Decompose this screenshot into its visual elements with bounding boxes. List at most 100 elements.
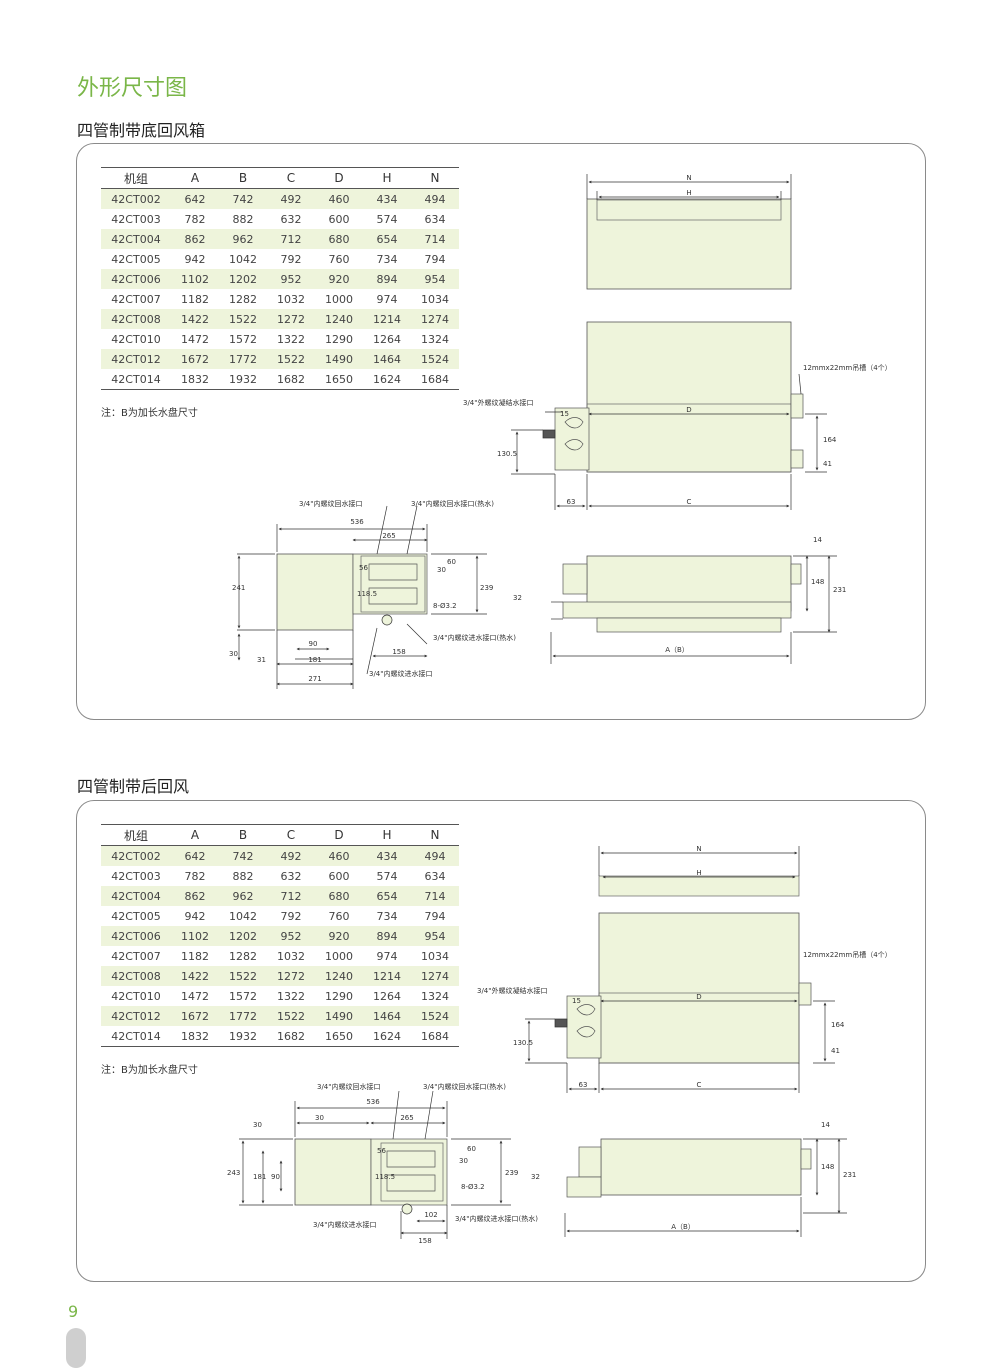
table-cell: 1240 [315,966,363,986]
table-cell: 792 [280,252,302,266]
table-cell: 42CT014 [101,1026,171,1047]
dim-15: 15 [572,997,581,1005]
dim-n: N [686,174,691,182]
page-number: 9 [68,1302,79,1321]
table-cell: 894 [363,926,411,946]
col-header: D [315,167,363,189]
table-cell: 1214 [363,966,411,986]
table-cell: 42CT003 [111,869,161,883]
dim-h: H [696,869,701,877]
table-cell: 1682 [267,369,315,390]
table-cell: 654 [363,886,411,906]
table-cell: 1290 [325,989,353,1003]
dim-41: 41 [823,460,832,468]
dim-31: 31 [257,656,266,664]
table-cell: 1624 [363,1026,411,1047]
table-cell: 460 [315,188,363,209]
page-title: 外形尺寸图 [77,76,188,101]
dim-102: 102 [424,1211,437,1219]
top-view [598,846,800,897]
table-cell: 1464 [363,1006,411,1026]
dim-60: 60 [467,1145,476,1153]
hanger-label: 12mmx22mm吊槽（4个） [803,363,892,372]
section1-drawing: N H 12mmx22mm吊槽（4个） 3/4"外螺纹凝结水接口 D 15 16… [229,174,892,689]
table-cell: 1832 [171,369,219,390]
table-cell: 1282 [229,292,257,306]
dim-ab: A（B） [671,1223,695,1231]
table-cell: 654 [363,229,411,249]
col-header: N [411,167,459,189]
table-cell: 634 [424,869,446,883]
table-cell: 42CT002 [101,845,171,866]
table-cell: 974 [376,949,398,963]
table-cell: 42CT005 [111,909,161,923]
table-header-row: 机组 A B C D H N [101,167,459,189]
condensate-label: 3/4"外螺纹凝结水接口 [477,986,548,995]
table-cell: 1274 [411,966,459,986]
dim-n: N [696,845,701,853]
return-water-hot-label: 3/4"内螺纹回水接口(热水) [411,499,494,508]
table-cell: 642 [171,188,219,209]
table-cell: 794 [424,909,446,923]
table-cell: 42CT010 [111,332,161,346]
table-cell: 1650 [315,1026,363,1047]
dim-158: 158 [418,1237,431,1245]
table-cell: 1032 [277,949,305,963]
table-cell: 1522 [267,1006,315,1026]
side-view [237,505,487,689]
table-cell: 492 [267,188,315,209]
table-cell: 920 [315,269,363,289]
dim-41: 41 [831,1047,840,1055]
table-cell: 1772 [219,1006,267,1026]
table-cell: 42CT007 [111,292,161,306]
col-header: 机组 [101,167,171,189]
dim-14: 14 [821,1121,830,1129]
dim-ab: A（B） [665,646,689,654]
dim-d: D [686,406,691,414]
table-cell: 1650 [315,369,363,390]
table-cell: 974 [376,292,398,306]
table-cell: 1042 [229,252,257,266]
table-cell: 1524 [411,349,459,369]
dim-164: 164 [831,1021,845,1029]
return-water-label: 3/4"内螺纹回水接口 [317,1082,381,1091]
table-cell: 1102 [171,269,219,289]
table-cell: 1324 [421,332,449,346]
table-cell: 434 [363,845,411,866]
dim-241: 241 [232,584,245,592]
table-cell: 42CT007 [111,949,161,963]
table-cell: 1490 [315,349,363,369]
dim-130: 130.5 [497,450,517,458]
table-header-row: 机组 A B C D H N [101,824,459,846]
table-cell: 1264 [373,989,401,1003]
dim-30a: 30 [253,1121,262,1129]
table-cell: 760 [328,909,350,923]
table-cell: 942 [184,252,206,266]
inlet-label: 3/4"内螺纹进水接口 [313,1220,377,1229]
table-cell: 1624 [363,369,411,390]
col-header: A [171,167,219,189]
top-view [586,174,792,290]
table-cell: 962 [219,886,267,906]
table-cell: 42CT002 [101,188,171,209]
table-cell: 42CT008 [101,966,171,986]
table-cell: 494 [411,845,459,866]
table-cell: 600 [328,212,350,226]
col-header: C [267,824,315,846]
table-cell: 42CT012 [101,349,171,369]
table-cell: 434 [363,188,411,209]
table-cell: 1832 [171,1026,219,1047]
col-header: C [267,167,315,189]
table-cell: 492 [267,845,315,866]
page-tab [66,1328,86,1368]
table-cell: 634 [424,212,446,226]
table-cell: 1000 [325,292,353,306]
dim-14: 14 [813,536,822,544]
dim-56: 56 [359,564,368,572]
